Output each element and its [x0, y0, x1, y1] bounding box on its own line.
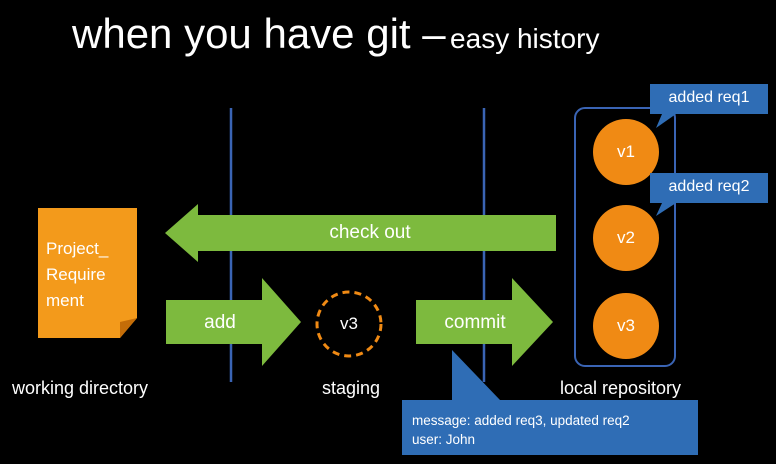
caption-staging: staging — [322, 378, 381, 398]
page-title: when you have git – easy history — [72, 10, 762, 58]
document-shape — [38, 208, 137, 338]
document-label: Project_ Require ment — [46, 236, 132, 314]
staging-circle — [315, 290, 383, 358]
repository-box — [574, 107, 676, 367]
caption-working-directory: working directory — [12, 378, 149, 398]
commit-info-bubble — [402, 350, 698, 455]
checkout-label: check out — [329, 222, 411, 243]
version-circle-1 — [593, 119, 659, 185]
callout-bubble-1 — [650, 84, 768, 128]
version-circle-2 — [593, 205, 659, 271]
callout-bubble-2 — [650, 173, 768, 216]
callout-text-2: added req2 — [668, 178, 750, 195]
commit-arrow — [416, 278, 553, 366]
document-fold — [120, 318, 137, 338]
document-line-1: Project_ — [46, 239, 109, 258]
version-label-1: v1 — [617, 142, 635, 161]
title-sub: easy history — [450, 23, 600, 54]
commit-message: message: added req3, updated req2 — [412, 413, 630, 428]
add-label: add — [204, 312, 236, 333]
callout-text-1: added req1 — [668, 89, 750, 106]
staging-version-label: v3 — [340, 314, 358, 333]
commit-info-text: message: added req3, updated req2 user: … — [412, 411, 696, 449]
caption-local-repository: local repository — [560, 378, 682, 398]
commit-user: user: John — [412, 432, 476, 447]
title-main: when you have git – — [72, 10, 446, 57]
document-line-3: ment — [46, 291, 84, 310]
version-label-3: v3 — [617, 316, 635, 335]
document-line-2: Require — [46, 265, 106, 284]
version-circle-3 — [593, 293, 659, 359]
commit-label: commit — [444, 312, 506, 333]
add-arrow — [166, 278, 301, 366]
version-label-2: v2 — [617, 228, 635, 247]
checkout-arrow — [165, 204, 556, 262]
